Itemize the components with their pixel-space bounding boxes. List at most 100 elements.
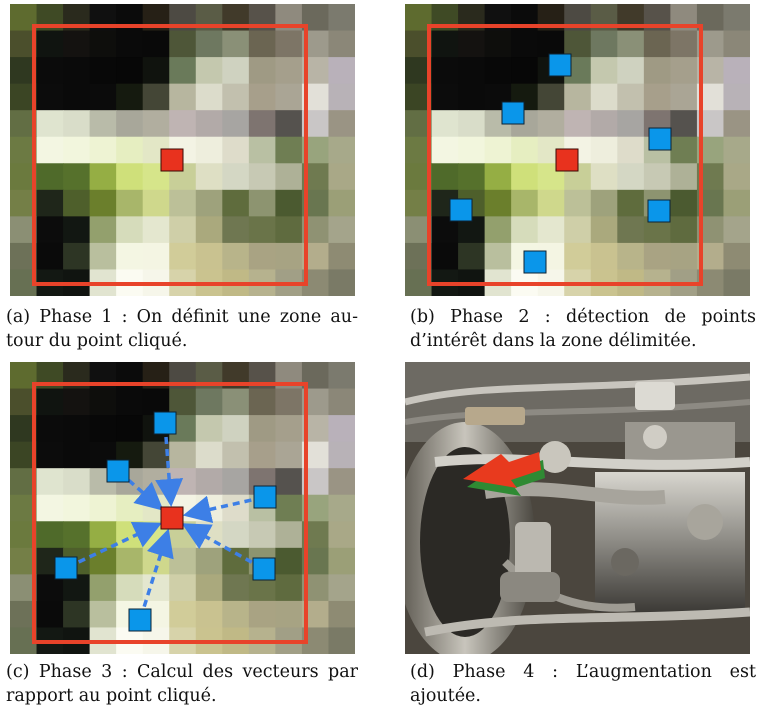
pixel-cell [63, 110, 91, 138]
pixel-cell [195, 163, 223, 191]
pixel-cell [169, 30, 197, 58]
pixel-cell [89, 189, 117, 217]
pixel-cell [590, 216, 618, 244]
pixel-cell [222, 136, 250, 164]
caption-d-line-2: ajoutée. [410, 686, 481, 706]
pixel-cell [458, 83, 486, 111]
pixel-cell [142, 83, 170, 111]
pixel-cell [564, 189, 592, 217]
interest-point [54, 556, 78, 580]
pixel-cell [537, 189, 565, 217]
pixel-cell [169, 441, 197, 469]
pixel-cell [116, 110, 144, 138]
pixel-cell [537, 216, 565, 244]
pixel-cell [617, 216, 645, 244]
interest-point [548, 53, 572, 77]
caption-a: (a) Phase 1 : On définit une zone au- to… [6, 305, 358, 353]
pixel-cell [275, 388, 303, 416]
pixel-cell [670, 163, 698, 191]
pixel-cell [511, 189, 539, 217]
pixel-cell [328, 242, 355, 271]
pixel-cell [590, 57, 618, 85]
pixel-cell [590, 136, 618, 164]
interest-point [648, 127, 672, 151]
pixel-cell [275, 547, 303, 575]
pixel-cell [511, 136, 539, 164]
pixel-cell [275, 521, 303, 549]
pixel-grid-a [10, 4, 355, 296]
clicked-point [160, 148, 184, 172]
pixel-cell [222, 30, 250, 58]
pixel-cell [116, 388, 144, 416]
pixel-cell [195, 189, 223, 217]
caption-b: (b) Phase 2 : détection de points d’inté… [410, 305, 756, 353]
pixel-cell [275, 57, 303, 85]
pixel-cell [590, 163, 618, 191]
interest-point [253, 485, 277, 509]
pixel-cell [169, 110, 197, 138]
pixel-cell [275, 441, 303, 469]
pixel-cell [537, 83, 565, 111]
pixel-cell [116, 136, 144, 164]
pixel-cell [195, 136, 223, 164]
pixel-cell [116, 189, 144, 217]
pixel-cell [89, 415, 117, 443]
pixel-cell [484, 242, 512, 271]
pixel-cell [195, 388, 223, 416]
pixel-cell [169, 388, 197, 416]
pixel-cell [63, 136, 91, 164]
pixel-cell [169, 242, 197, 271]
pixel-cell [222, 441, 250, 469]
vector-arrow [182, 495, 252, 524]
pixel-cell [248, 388, 276, 416]
pixel-cell [248, 136, 276, 164]
pixel-cell [222, 189, 250, 217]
pixel-cell [723, 57, 750, 85]
pixel-cell [248, 600, 276, 629]
pixel-cell [63, 242, 91, 271]
pixel-cell [275, 110, 303, 138]
caption-a-line-2: tour du point cliqué. [6, 331, 188, 351]
pixel-cell [195, 57, 223, 85]
pixel-cell [617, 110, 645, 138]
pixel-cell [36, 83, 64, 111]
pixel-cell [89, 216, 117, 244]
engine-photo [405, 362, 750, 654]
pixel-cell [328, 362, 355, 390]
interest-point [252, 557, 276, 581]
pixel-cell [484, 163, 512, 191]
pixel-cell [458, 136, 486, 164]
pixel-cell [431, 30, 459, 58]
pixel-cell [116, 163, 144, 191]
pixel-cell [222, 494, 250, 522]
pixel-cell [195, 242, 223, 271]
pixel-cell [169, 83, 197, 111]
pixel-cell [116, 547, 144, 575]
augmentation-arrow [463, 452, 545, 496]
interest-point [501, 101, 525, 125]
pixel-cell [222, 110, 250, 138]
pixel-cell [723, 4, 750, 32]
pixel-cell [36, 600, 64, 629]
pixel-cell [723, 136, 750, 164]
pixel-cell [116, 83, 144, 111]
pixel-cell [670, 189, 698, 217]
pixel-cell [116, 574, 144, 602]
pixel-cell [116, 30, 144, 58]
pixel-cell [484, 136, 512, 164]
pixel-cell [248, 521, 276, 549]
pixel-cell [36, 415, 64, 443]
pixel-cell [564, 242, 592, 271]
pixel-cell [36, 494, 64, 522]
pixel-cell [670, 57, 698, 85]
pixel-cell [328, 30, 355, 58]
pixel-cell [431, 163, 459, 191]
pixel-cell [63, 494, 91, 522]
pixel-cell [248, 110, 276, 138]
pixel-cell [643, 242, 671, 271]
pixel-cell [458, 242, 486, 271]
pixel-cell [222, 521, 250, 549]
pixel-cell [511, 216, 539, 244]
pixel-cell [275, 242, 303, 271]
pixel-cell [275, 163, 303, 191]
